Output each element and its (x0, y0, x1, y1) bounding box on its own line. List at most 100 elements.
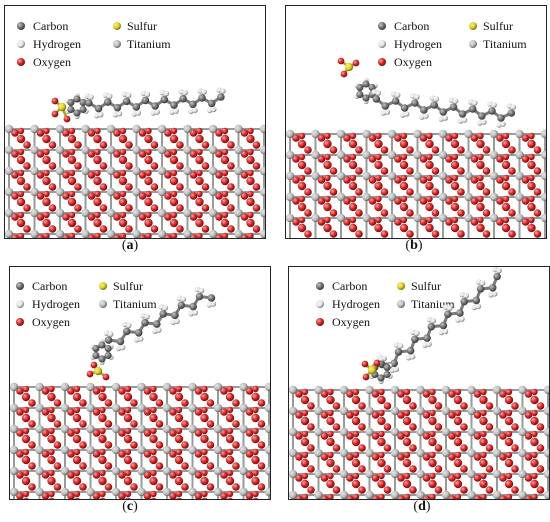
oxygen-atom (48, 225, 57, 233)
titanium-atom (464, 171, 473, 181)
oxygen-atom (232, 420, 240, 428)
titanium-atom (137, 382, 146, 392)
oxygen-atom (428, 479, 437, 489)
oxygen-atom (23, 162, 31, 170)
oxygen-atom (220, 450, 228, 458)
oxygen-atom (327, 430, 334, 438)
panel-d-scene: Carbon Hydrogen Oxygen Sulfur Titanium (289, 267, 549, 499)
hydrogen-atom (173, 108, 179, 114)
oxygen-atom (174, 476, 184, 486)
oxygen-atom (138, 171, 147, 179)
oxygen-atom (530, 395, 539, 405)
titanium-atom (157, 124, 167, 134)
oxygen-atom (533, 230, 542, 238)
oxygen-atom (480, 430, 487, 438)
titanium-atom (314, 490, 323, 499)
titanium-atom (5, 208, 14, 218)
titanium-atom (543, 427, 549, 437)
hydrogen-atom (210, 106, 217, 113)
oxygen-atom (21, 413, 31, 423)
oxygen-atom (174, 434, 184, 444)
oxygen-atom (48, 490, 55, 498)
titanium-atom (467, 406, 476, 416)
titanium-atom (86, 424, 95, 434)
oxygen-atom (371, 390, 380, 398)
titanium-atom (264, 403, 270, 413)
oxygen-atom (524, 474, 533, 482)
oxygen-atom (220, 408, 228, 416)
oxygen-atom (227, 162, 235, 170)
carbon-atom (141, 96, 150, 105)
panel-c: Carbon Hydrogen Oxygen Sulfur Titanium (9, 266, 271, 500)
carbon-atom (123, 327, 131, 336)
carbon-atom (141, 318, 149, 327)
oxygen-atom (196, 190, 203, 198)
oxygen-atom (329, 167, 338, 175)
titanium-atom (183, 145, 192, 155)
oxygen-atom (189, 234, 198, 238)
oxygen-atom (378, 451, 385, 459)
oxygen-atom (323, 160, 332, 170)
oxygen-atom (355, 230, 363, 238)
oxygen-atom (164, 129, 172, 137)
oxygen-atom (226, 448, 234, 456)
oxygen-atom (124, 427, 132, 435)
oxygen-atom (397, 474, 405, 482)
oxygen-atom (155, 462, 164, 470)
oxygen-atom (23, 497, 29, 499)
titanium-atom (132, 229, 141, 238)
oxygen-atom (169, 492, 177, 499)
hydrogen-atom (174, 318, 180, 325)
titanium-atom (55, 229, 65, 238)
oxygen-atom (317, 134, 326, 142)
oxygen-atom (524, 453, 533, 461)
oxygen-atom (68, 211, 76, 219)
titanium-atom (213, 466, 223, 476)
oxygen-atom (113, 234, 121, 238)
carbon-atom (92, 351, 100, 360)
oxygen-atom (320, 453, 329, 461)
hydrogen-atom (137, 336, 144, 342)
oxygen-atom (201, 448, 208, 456)
hydrogen-atom (144, 313, 150, 320)
oxygen-atom (251, 434, 260, 444)
oxygen-atom (352, 472, 360, 480)
oxygen-atom (181, 462, 189, 470)
oxygen-atom (99, 225, 108, 233)
oxygen-atom (252, 141, 261, 149)
legend-carbon-label: Carbon (32, 279, 67, 293)
titanium-atom (35, 466, 44, 476)
oxygen-atom (482, 188, 491, 196)
oxygen-legend-marker (16, 318, 24, 326)
titanium-atom (314, 385, 323, 395)
oxygen-atom (195, 218, 204, 228)
oxygen-atom (431, 230, 440, 238)
oxygen-atom (504, 437, 514, 447)
oxygen-atom (92, 408, 101, 416)
oxygen-atom (74, 183, 82, 191)
oxygen-atom (307, 465, 315, 473)
titanium-atom (239, 445, 248, 455)
oxygen-atom (419, 155, 428, 163)
titanium-atom (81, 145, 90, 155)
caption-close: ) (133, 238, 139, 253)
oxygen-atom (79, 441, 87, 449)
oxygen-atom (536, 465, 545, 473)
titanium-atom (213, 487, 223, 497)
titanium-atom (441, 469, 451, 479)
oxygen-atom (504, 416, 514, 426)
hydrogen-legend-marker (316, 300, 324, 308)
hydrogen-atom (192, 309, 198, 316)
oxygen-atom (87, 171, 96, 179)
oxygen-atom (504, 479, 514, 489)
titanium-atom (518, 385, 527, 395)
carbon-atom (94, 104, 103, 113)
titanium-atom (365, 469, 374, 479)
oxygen-atom (21, 455, 31, 465)
oxygen-atom (90, 361, 98, 369)
oxygen-atom (292, 176, 300, 184)
hydrogen-atom (463, 292, 469, 299)
titanium-atom (390, 406, 400, 416)
oxygen-atom (125, 225, 133, 233)
oxygen-atom (453, 437, 463, 447)
